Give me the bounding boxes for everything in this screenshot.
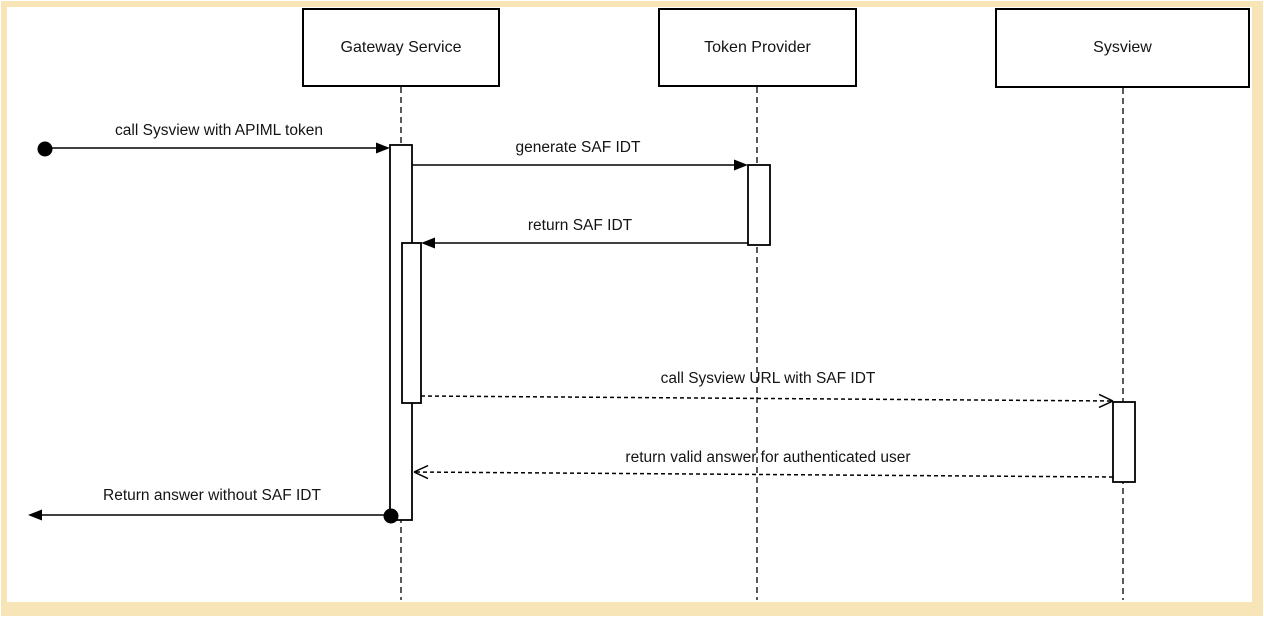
arrowhead-open-4: [413, 464, 429, 480]
participant-label: Token Provider: [704, 38, 811, 56]
arrowhead-filled-2: [421, 237, 435, 249]
message-line-4: [413, 471, 1114, 478]
message-line-3: [420, 395, 1114, 402]
participant-box: Token Provider: [658, 8, 857, 87]
activation-bar-3: [1112, 401, 1136, 483]
participant-label: Sysview: [1093, 39, 1152, 56]
participant-box: Sysview: [995, 8, 1250, 88]
arrowhead-filled-0: [376, 142, 390, 154]
message-label: generate SAF IDT: [515, 139, 641, 156]
activation-bar-1: [401, 242, 422, 404]
participant-label: Gateway Service: [340, 38, 462, 56]
activation-bar-2: [747, 164, 771, 246]
message-label: call Sysview URL with SAF IDT: [660, 370, 876, 387]
participant-box: Gateway Service: [302, 8, 500, 87]
message-label: Return answer without SAF IDT: [103, 487, 321, 504]
arrowhead-open-3: [1098, 393, 1114, 409]
message-endpoint-dot-0: [37, 141, 53, 157]
message-endpoint-dot-5: [383, 508, 399, 524]
arrowhead-filled-1: [734, 159, 748, 171]
message-label: return valid answer for authenticated us…: [625, 449, 911, 466]
message-label: call Sysview with APIML token: [115, 122, 323, 139]
arrowhead-filled-5: [28, 509, 42, 521]
message-label: return SAF IDT: [527, 217, 633, 234]
